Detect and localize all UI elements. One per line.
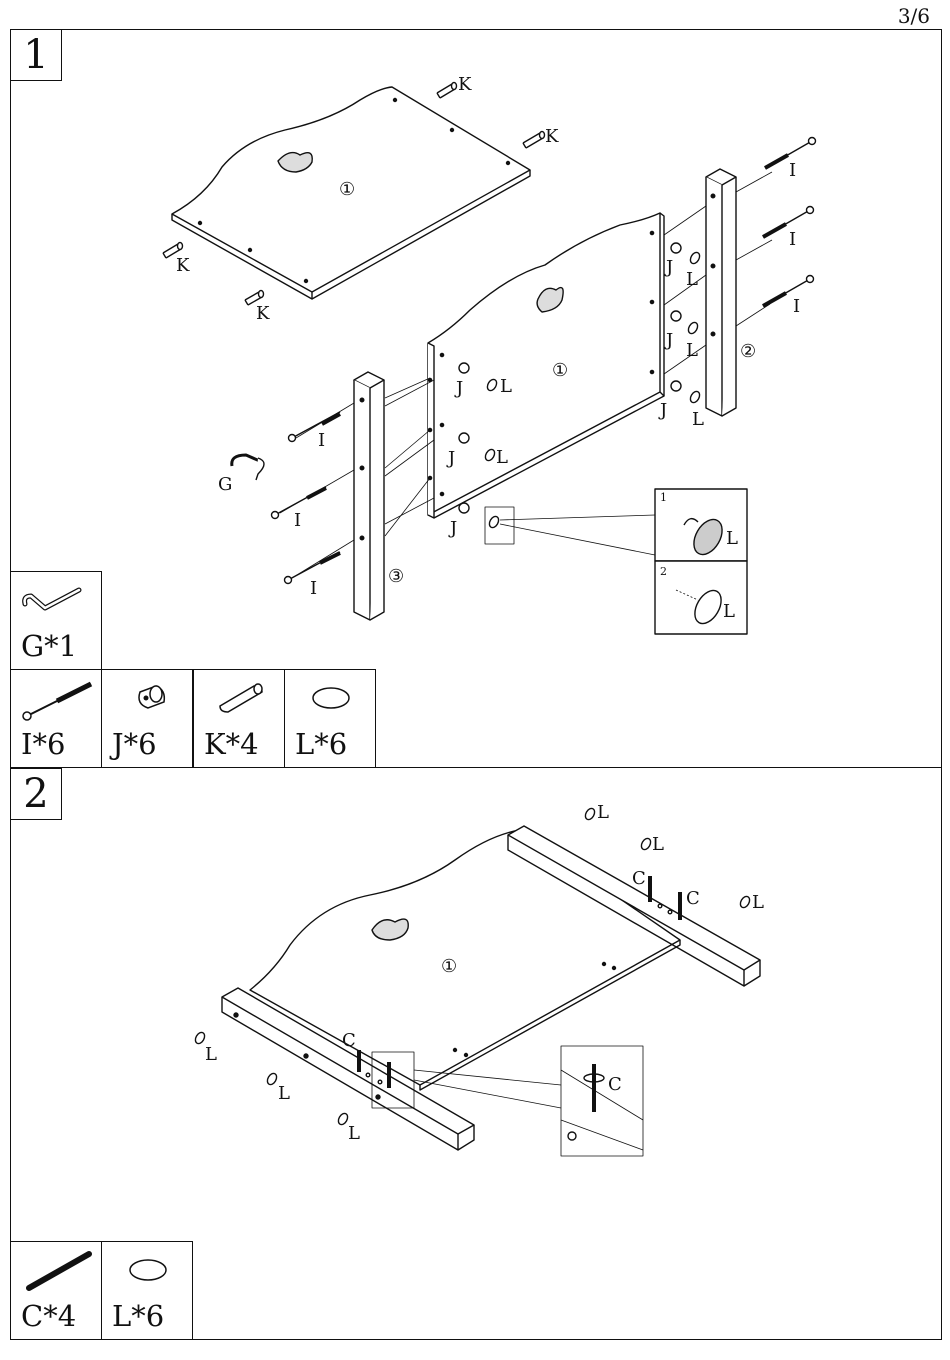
- callout-j: J: [658, 400, 667, 421]
- part-cell-i: I*6: [10, 669, 102, 768]
- callout-l: L: [500, 376, 512, 397]
- callout-panel-front: ①: [552, 360, 568, 381]
- part-label: G*1: [21, 629, 77, 663]
- callout-panel: ①: [441, 956, 457, 977]
- callout-l: L: [752, 892, 764, 913]
- callout-panel-top: ①: [339, 179, 355, 200]
- bolt-icon: [17, 676, 97, 726]
- callout-k: K: [176, 255, 190, 276]
- callout-l: L: [348, 1123, 360, 1144]
- part-label: C*4: [21, 1299, 76, 1333]
- callout-l: L: [692, 409, 704, 430]
- callout-l: L: [496, 447, 508, 468]
- callout-l: L: [278, 1083, 290, 1104]
- callout-j: J: [664, 257, 673, 278]
- callout-c: C: [686, 888, 700, 909]
- callout-k: K: [545, 126, 559, 147]
- part-label: J*6: [112, 727, 157, 761]
- step-2-number: 2: [10, 768, 62, 820]
- cover-cap-icon: [108, 1248, 188, 1298]
- cover-cap-icon: [291, 676, 371, 726]
- detail-index: 2: [660, 565, 667, 578]
- callout-i: I: [318, 430, 325, 451]
- callout-i: I: [793, 296, 800, 317]
- part-cell-j: J*6: [101, 669, 193, 768]
- callout-k: K: [256, 303, 270, 324]
- callout-l: L: [205, 1044, 217, 1065]
- callout-l: L: [652, 834, 664, 855]
- callout-l: L: [597, 802, 609, 823]
- callout-j: J: [446, 448, 455, 469]
- part-label: I*6: [21, 727, 65, 761]
- barrel-nut-icon: [108, 676, 188, 726]
- callout-i: I: [789, 229, 796, 250]
- callout-i: I: [789, 160, 796, 181]
- callout-post-left: ③: [388, 566, 404, 587]
- callout-j: J: [454, 378, 463, 399]
- wooden-dowel-icon: [200, 676, 280, 726]
- callout-l: L: [686, 340, 698, 361]
- part-cell-k: K*4: [193, 669, 285, 768]
- part-label: K*4: [204, 727, 259, 761]
- callout-l: L: [723, 601, 735, 622]
- allen-key-g: [232, 455, 264, 480]
- callout-c: C: [342, 1030, 356, 1051]
- detail-index: 1: [660, 491, 667, 504]
- allen-key-icon: [17, 578, 97, 628]
- part-label: L*6: [112, 1299, 164, 1333]
- part-label: L*6: [295, 727, 347, 761]
- part-cell-l: L*6: [101, 1241, 193, 1340]
- callout-j: J: [448, 518, 457, 539]
- callout-post-right: ②: [740, 341, 756, 362]
- callout-k: K: [458, 74, 472, 95]
- bed-post-right: [706, 169, 736, 416]
- part-cell-c: C*4: [10, 1241, 102, 1340]
- callout-j: J: [664, 330, 673, 351]
- callout-l: L: [726, 528, 738, 549]
- callout-l: L: [686, 269, 698, 290]
- callout-i: I: [310, 578, 317, 599]
- dowel-rod-icon: [17, 1248, 97, 1298]
- callout-g: G: [218, 474, 232, 495]
- bed-post-left: [354, 372, 384, 620]
- part-cell-g: G*1: [10, 571, 102, 670]
- part-cell-l: L*6: [284, 669, 376, 768]
- callout-c: C: [632, 868, 646, 889]
- callout-i: I: [294, 510, 301, 531]
- callout-c: C: [608, 1074, 622, 1095]
